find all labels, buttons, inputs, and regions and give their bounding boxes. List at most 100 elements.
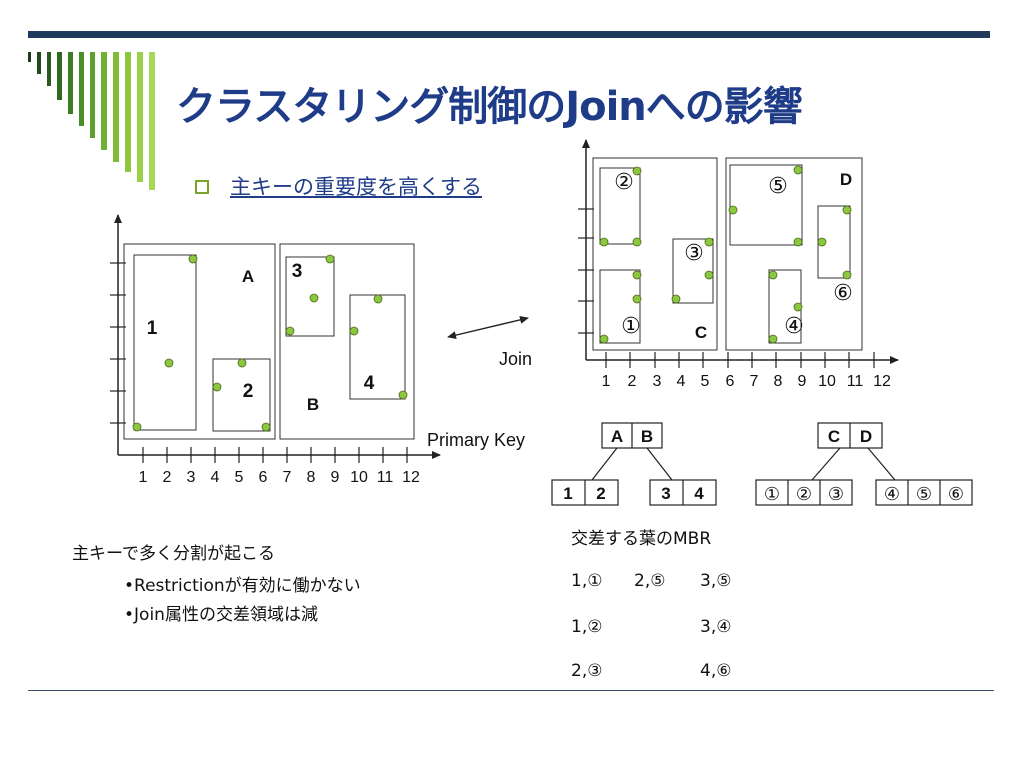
svg-text:3: 3 [661,484,670,503]
box-label-4: 4 [364,373,375,394]
data-point [349,326,359,336]
left-x-tick: 8 [307,469,316,486]
primary-key-label: Primary Key [427,430,525,450]
box-label-circled-4: ④ [784,313,804,338]
data-point [632,237,642,247]
data-point [212,382,222,392]
left-x-tick: 5 [235,469,244,486]
region-d [725,157,863,351]
right-plot: 1 2 3 4 5 6 7 8 9 10 11 12 C D ① ② ③ ④ ⑤ [578,139,899,390]
data-point [632,270,642,280]
note-line-3: •Join属性の交差領域は減 [124,605,318,625]
mbr-pair: 2,③ [571,661,603,681]
data-point [632,294,642,304]
svg-text:⑥: ⑥ [948,484,964,504]
right-x-tick: 9 [798,373,807,390]
data-point [728,205,738,215]
data-point [793,165,803,175]
svg-text:③: ③ [828,484,844,504]
decorative-stripes [28,52,155,190]
svg-text:C: C [828,427,840,446]
data-point [671,294,681,304]
data-point [309,293,319,303]
data-point [325,254,335,264]
left-x-tick: 2 [163,469,172,486]
data-point [599,237,609,247]
region-a [123,243,276,440]
box-label-circled-3: ③ [684,240,704,265]
data-point [632,166,642,176]
note-line-1: 主キーで多く分割が起こる [72,544,275,564]
data-point [793,237,803,247]
mbr-pair: 3,④ [700,617,732,637]
data-point [842,270,852,280]
data-point [237,358,247,368]
join-label: Join [499,349,532,369]
data-point [164,358,174,368]
bottom-rule [28,690,994,691]
right-x-tick: 5 [701,373,710,390]
svg-text:②: ② [796,484,812,504]
mbr-box-circled-3 [672,238,714,304]
left-x-tick: 7 [283,469,292,486]
data-point [768,270,778,280]
mbr-pair: 2,⑤ [634,571,666,591]
region-c [592,157,718,351]
data-point [768,334,778,344]
data-point [793,302,803,312]
tree-leaf-circled-123 [755,479,853,506]
left-tree: A B 1 2 3 4 [551,422,717,506]
right-x-tick: 4 [677,373,686,390]
svg-text:4: 4 [694,484,704,503]
note-line-2: •Restrictionが有効に働かない [124,576,361,596]
data-point [704,237,714,247]
data-point [599,334,609,344]
left-x-tick: 12 [402,469,420,486]
svg-text:①: ① [764,484,780,504]
right-tree: C D ① ② ③ ④ ⑤ ⑥ [755,422,973,506]
data-point [704,270,714,280]
svg-text:⑤: ⑤ [916,484,932,504]
data-point [261,422,271,432]
mbr-box-3 [285,256,335,337]
mbr-box-circled-1 [599,269,641,344]
mbr-box-4 [349,294,406,400]
left-x-tick: 1 [139,469,148,486]
svg-text:1: 1 [563,484,572,503]
mbr-pair: 1,① [571,571,603,591]
data-point [188,254,198,264]
svg-text:D: D [860,427,872,446]
svg-text:④: ④ [884,484,900,504]
right-x-tick: 2 [628,373,637,390]
mbr-box-2 [212,358,271,432]
mbr-box-circled-2 [599,167,641,245]
right-x-tick: 11 [847,373,864,390]
data-point [398,390,408,400]
right-x-tick: 8 [774,373,783,390]
mbr-pair: 1,② [571,617,603,637]
left-x-tick: 3 [187,469,196,486]
data-point [817,237,827,247]
right-x-tick: 10 [818,373,836,390]
data-point [285,326,295,336]
left-x-tick: 9 [331,469,340,486]
region-c-label: C [695,323,707,342]
svg-text:B: B [641,427,653,446]
bullet-square-icon [195,180,209,194]
region-b [279,243,415,440]
top-rule [28,31,990,38]
box-label-circled-5: ⑤ [768,173,788,198]
data-point [373,294,383,304]
mbr-box-circled-5 [729,164,803,246]
mbr-pair: 3,⑤ [700,571,732,591]
slide-title: クラスタリング制御のJoinへの影響 [176,84,803,130]
mbr-heading: 交差する葉のMBR [571,529,712,549]
box-label-3: 3 [292,261,303,282]
box-label-circled-2: ② [614,169,634,194]
box-label-2: 2 [243,381,254,402]
right-x-tick: 3 [653,373,662,390]
mbr-box-1 [133,254,197,431]
data-point [132,422,142,432]
left-plot: 1 2 3 4 5 6 7 8 9 10 11 12 Primary Key A… [110,214,525,486]
data-point [842,205,852,215]
